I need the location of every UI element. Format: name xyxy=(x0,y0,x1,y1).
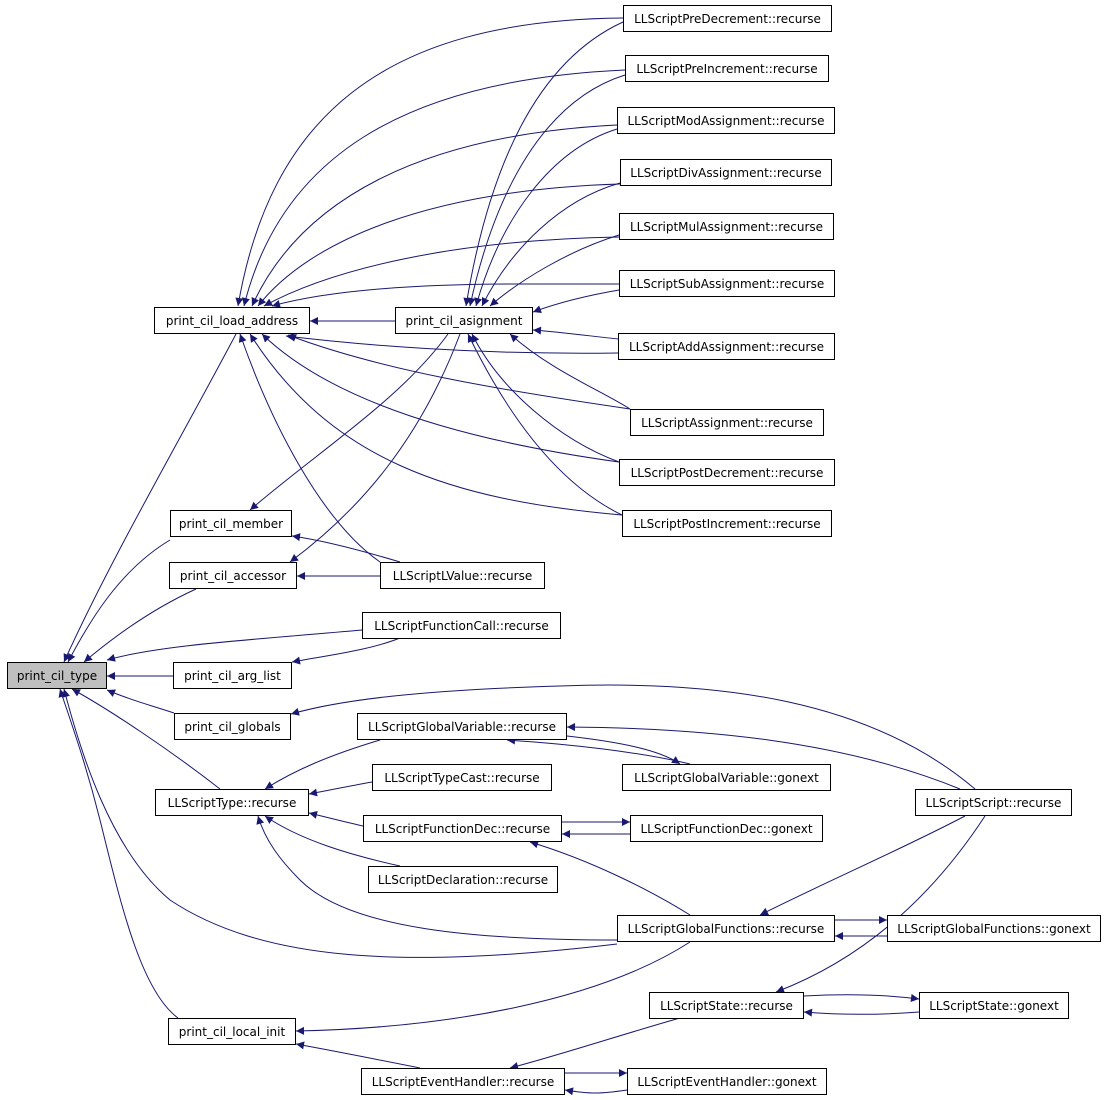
edge-funccall-to-arg-list xyxy=(291,637,401,665)
node-llscriptpostdecrement-recurse[interactable]: LLScriptPostDecrement::recurse xyxy=(619,459,835,486)
edge-mulassign-to-load-address xyxy=(263,236,620,307)
edge-postdec-to-load-address xyxy=(261,333,620,463)
node-print-cil-type: print_cil_type xyxy=(7,662,107,689)
edge-accessor-to-root xyxy=(83,588,197,663)
edge-eventhandler-to-local-init xyxy=(295,1041,421,1069)
node-llscriptmodassignment-recurse[interactable]: LLScriptModAssignment::recurse xyxy=(617,107,835,134)
edge-funccall-to-root xyxy=(106,629,363,662)
edge-globalvar-gonext-to-globalvar xyxy=(506,736,691,765)
edge-modassign-to-asignment xyxy=(474,128,618,307)
node-llscriptlvalue-recurse[interactable]: LLScriptLValue::recurse xyxy=(380,562,545,589)
node-llscriptdeclaration-recurse[interactable]: LLScriptDeclaration::recurse xyxy=(368,866,558,893)
node-llscriptglobalvariable-gonext[interactable]: LLScriptGlobalVariable::gonext xyxy=(622,764,831,791)
node-llscriptglobalfunctions-gonext[interactable]: LLScriptGlobalFunctions::gonext xyxy=(887,915,1101,942)
node-llscripttypecast-recurse[interactable]: LLScriptTypeCast::recurse xyxy=(372,764,552,791)
edge-globalvar-to-type-recurse xyxy=(264,739,381,790)
edge-predec-to-asignment xyxy=(463,21,624,307)
edge-script-to-globals xyxy=(290,684,976,790)
node-llscriptpredecrement-recurse[interactable]: LLScriptPreDecrement::recurse xyxy=(623,5,832,32)
node-print-cil-member[interactable]: print_cil_member xyxy=(170,510,292,537)
node-llscriptpostincrement-recurse[interactable]: LLScriptPostIncrement::recurse xyxy=(622,510,832,537)
edge-eventhandler-gonext-to-eventhandler xyxy=(564,1087,628,1096)
node-llscriptglobalvariable-recurse[interactable]: LLScriptGlobalVariable::recurse xyxy=(357,713,567,740)
node-print-cil-accessor[interactable]: print_cil_accessor xyxy=(169,562,297,589)
edge-type-recurse-to-root xyxy=(71,688,221,790)
edge-globalfuncs-to-funcdec xyxy=(529,840,691,916)
node-llscriptglobalfunctions-recurse[interactable]: LLScriptGlobalFunctions::recurse xyxy=(617,915,835,942)
edge-typecast-to-type-recurse xyxy=(308,781,373,797)
edge-addassign-to-asignment xyxy=(532,326,619,340)
node-llscriptfunctioncall-recurse[interactable]: LLScriptFunctionCall::recurse xyxy=(362,612,561,639)
edge-addassign-to-load-address xyxy=(285,332,619,354)
edge-subassign-to-asignment xyxy=(532,289,620,313)
node-llscriptscript-recurse[interactable]: LLScriptScript::recurse xyxy=(915,789,1072,816)
edge-state-to-state-gonext xyxy=(803,994,920,1002)
node-llscriptstate-recurse[interactable]: LLScriptState::recurse xyxy=(649,992,804,1019)
edge-postdec-to-asignment xyxy=(471,333,620,463)
edge-lvalue-to-load-address xyxy=(238,333,381,563)
edge-postinc-to-asignment xyxy=(467,333,623,516)
node-llscriptsubassignment-recurse[interactable]: LLScriptSubAssignment::recurse xyxy=(619,270,835,297)
edge-asignment-to-member xyxy=(249,333,449,511)
edge-globals-to-root xyxy=(106,689,175,714)
node-llscripteventhandler-gonext[interactable]: LLScriptEventHandler::gonext xyxy=(627,1068,827,1095)
node-print-cil-load-address[interactable]: print_cil_load_address xyxy=(154,307,310,334)
edge-postinc-to-load-address xyxy=(249,333,623,516)
edge-predec-to-load-address xyxy=(235,17,624,307)
edge-load-address-to-root xyxy=(63,333,237,663)
edge-modassign-to-load-address xyxy=(251,124,618,307)
node-print-cil-arg-list[interactable]: print_cil_arg_list xyxy=(173,662,292,689)
edge-preinc-to-asignment xyxy=(467,74,626,307)
edge-subassign-to-load-address xyxy=(271,283,619,308)
node-llscriptpreincrement-recurse[interactable]: LLScriptPreIncrement::recurse xyxy=(625,55,829,82)
edge-declaration-to-type-recurse xyxy=(264,815,401,867)
edge-lvalue-to-member xyxy=(291,533,401,563)
node-llscriptmulassignment-recurse[interactable]: LLScriptMulAssignment::recurse xyxy=(619,213,834,240)
edge-state-gonext-to-state xyxy=(803,1008,920,1017)
edge-globalvar-to-globalvar-gonext xyxy=(566,735,681,765)
edge-script-to-globalvar xyxy=(566,723,961,790)
node-llscriptfunctiondec-recurse[interactable]: LLScriptFunctionDec::recurse xyxy=(363,815,562,842)
edge-script-to-globalfuncs xyxy=(759,815,966,916)
edge-globalfuncs-to-local-init xyxy=(295,941,691,1035)
edge-script-to-state xyxy=(775,815,986,993)
edge-funcdec-to-type-recurse xyxy=(308,810,364,827)
edge-assignment-to-asignment xyxy=(509,333,631,410)
node-llscriptstate-gonext[interactable]: LLScriptState::gonext xyxy=(919,992,1069,1019)
node-llscripteventhandler-recurse[interactable]: LLScriptEventHandler::recurse xyxy=(361,1068,565,1095)
edge-member-to-root xyxy=(67,539,171,663)
node-llscripttype-recurse[interactable]: LLScriptType::recurse xyxy=(155,789,309,816)
edge-assignment-to-load-address xyxy=(287,334,631,410)
node-llscriptfunctiondec-gonext[interactable]: LLScriptFunctionDec::gonext xyxy=(630,815,823,842)
edge-preinc-to-load-address xyxy=(242,69,626,307)
node-print-cil-globals[interactable]: print_cil_globals xyxy=(174,713,291,740)
node-print-cil-asignment[interactable]: print_cil_asignment xyxy=(395,307,533,334)
node-print-cil-local-init[interactable]: print_cil_local_init xyxy=(168,1018,296,1045)
edge-local-init-to-root xyxy=(58,688,179,1019)
edge-mulassign-to-asignment xyxy=(489,234,620,307)
edge-globalfuncs-to-root xyxy=(62,688,618,958)
node-llscriptdivassignment-recurse[interactable]: LLScriptDivAssignment::recurse xyxy=(620,159,832,186)
edge-divassign-to-asignment xyxy=(481,182,621,307)
node-llscriptassignment-recurse[interactable]: LLScriptAssignment::recurse xyxy=(630,409,824,436)
edge-divassign-to-load-address xyxy=(257,183,621,307)
edge-state-to-eventhandler xyxy=(509,1017,681,1070)
node-llscriptaddassignment-recurse[interactable]: LLScriptAddAssignment::recurse xyxy=(618,333,835,360)
edge-globalfuncs-to-type-recurse xyxy=(256,815,618,941)
edge-asignment-to-accessor xyxy=(289,333,461,563)
